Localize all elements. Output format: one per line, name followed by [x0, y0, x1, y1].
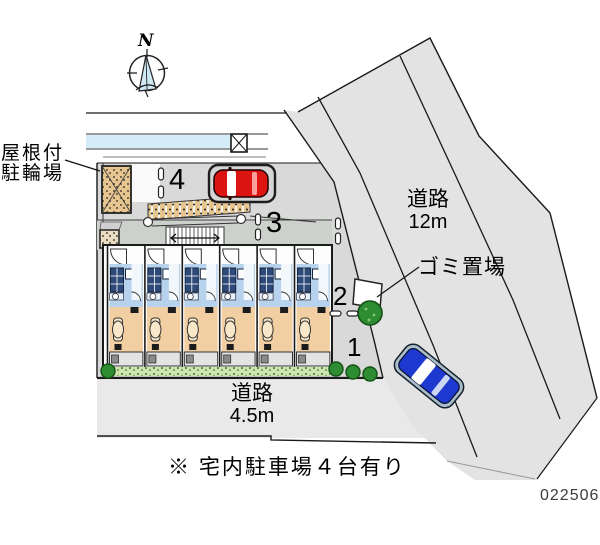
- site-right-boundary: [283, 109, 384, 379]
- parked-car-blue: [393, 343, 465, 409]
- road-bottom-4-5m: [97, 380, 442, 438]
- table-icon: [299, 320, 311, 339]
- road-right-12m: [284, 37, 598, 480]
- stall-markers: [157, 167, 359, 317]
- table-icon: [224, 320, 237, 339]
- parked-car-red: [207, 163, 277, 204]
- garbage-leader-line: [376, 266, 420, 298]
- stall-number-2: 2: [333, 281, 348, 311]
- garbage-label: ゴミ置場: [418, 256, 506, 279]
- compass-north-label: N: [138, 31, 154, 51]
- utility-box-icon: [230, 133, 248, 153]
- stall-number-4: 4: [169, 164, 186, 196]
- road-bottom-far-edge: [97, 435, 437, 444]
- stall-number-1: 1: [347, 332, 362, 362]
- apartment-unit: [106, 246, 144, 367]
- table-icon: [112, 320, 124, 339]
- apartment-unit: [218, 246, 256, 367]
- bike-parking-leader-line: [64, 159, 101, 172]
- planting-strip: [107, 367, 330, 376]
- bushes: [100, 361, 378, 382]
- bush-icon: [345, 364, 361, 380]
- road-edge-line-right: [399, 55, 561, 420]
- table-icon: [149, 320, 162, 339]
- gutter-stripe: [86, 135, 231, 148]
- apartment-unit: [181, 246, 219, 367]
- stair-direction-arrow: [169, 233, 221, 243]
- garbage-bush-icon: [357, 300, 383, 326]
- meter-box: [99, 221, 123, 249]
- table-icon: [261, 320, 274, 339]
- apartment-unit: [256, 246, 294, 367]
- north-needle: [138, 54, 157, 92]
- bush-icon: [362, 366, 378, 382]
- apartment-unit: [293, 246, 331, 367]
- apartment-building: [102, 244, 333, 369]
- compass-icon: [127, 49, 169, 98]
- apartment-unit: [144, 246, 181, 367]
- top-street: [86, 112, 287, 158]
- bike-parking-label: 屋根付駐輪場: [1, 143, 65, 184]
- garbage-area: [352, 266, 420, 326]
- stall-number-3: 3: [266, 207, 283, 239]
- covered-bicycle-parking: [101, 165, 132, 214]
- parking-note: ※ 宅内駐車場４台有り: [168, 456, 406, 479]
- plan-number: 022506: [540, 487, 600, 504]
- bush-icon: [100, 363, 116, 379]
- table-icon: [186, 320, 199, 339]
- bush-icon: [328, 361, 344, 377]
- stairs: [142, 195, 317, 250]
- stall4-apron: [131, 164, 160, 202]
